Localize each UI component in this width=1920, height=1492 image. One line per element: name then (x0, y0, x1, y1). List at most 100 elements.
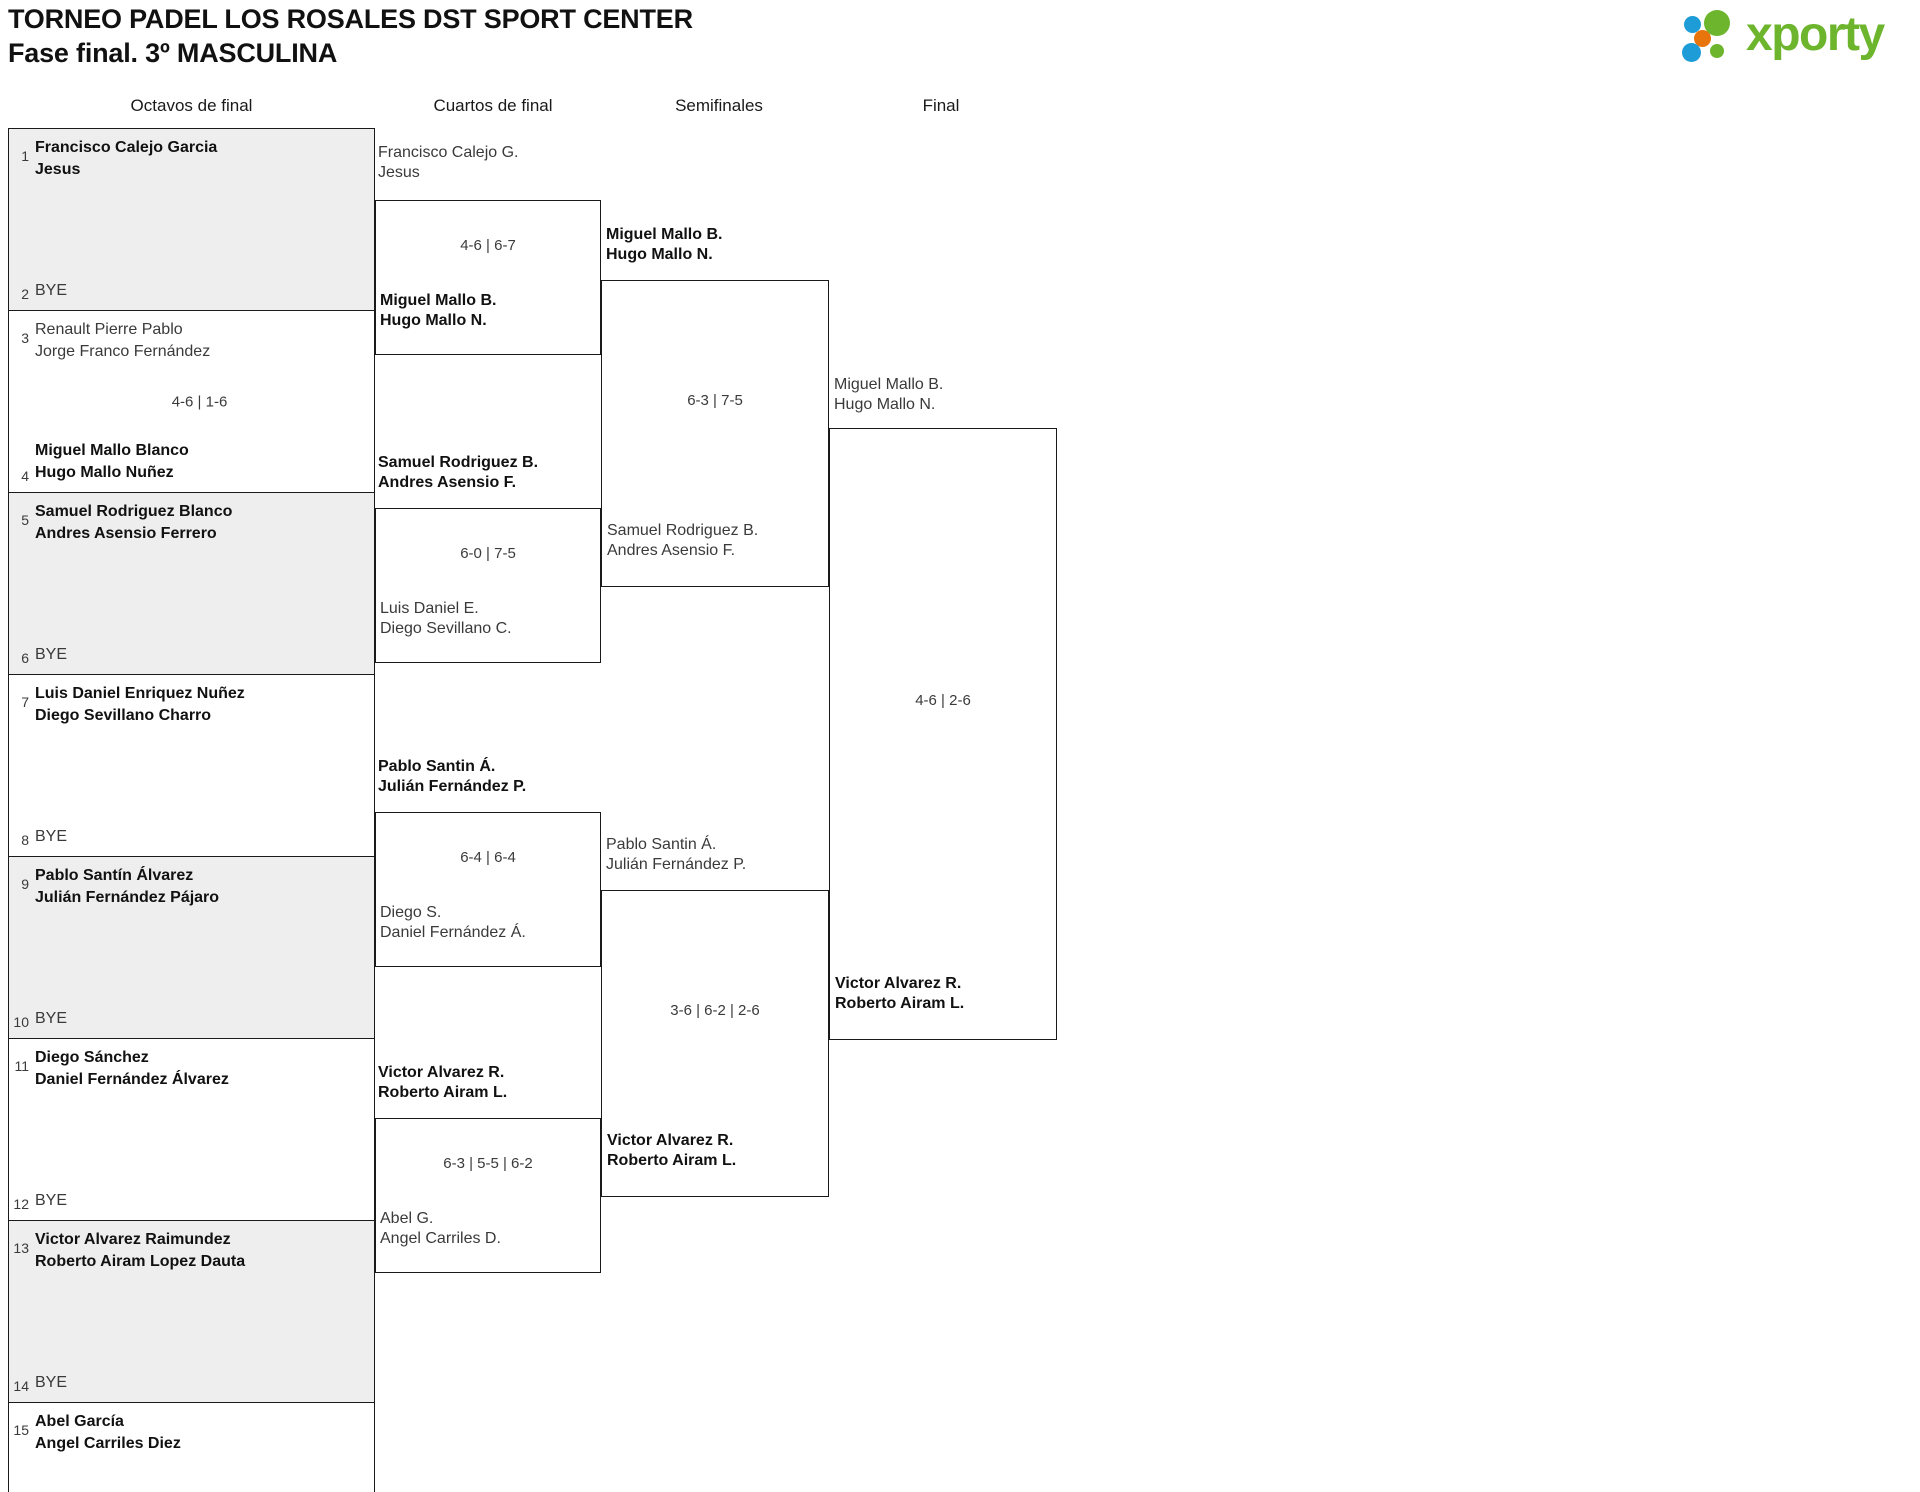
player-line-1: Victor Alvarez Raimundez (35, 1231, 231, 1248)
player-line-1: Samuel Rodriguez B. (607, 522, 759, 539)
round2-match-box[interactable]: 6-4 | 6-4 Diego S. Daniel Fernández Á. (375, 812, 601, 967)
round1-match[interactable]: 7 Luis Daniel Enriquez Nuñez Diego Sevil… (9, 675, 374, 857)
player-names: BYE (35, 644, 67, 666)
round3-player-above[interactable]: Miguel Mallo B. Hugo Mallo N. (606, 225, 722, 265)
round1-slot-top[interactable]: 15 Abel García Angel Carriles Diez (9, 1411, 374, 1455)
player-line-2: Daniel Fernández Á. (380, 924, 526, 941)
player-line-2: Jesus (378, 164, 420, 181)
player-line-1: Francisco Calejo Garcia (35, 139, 218, 156)
player-line-2: Andres Asensio F. (378, 474, 517, 491)
round1-slot-top[interactable]: 1 Francisco Calejo Garcia Jesus (9, 137, 374, 181)
round1-match[interactable]: 11 Diego Sánchez Daniel Fernández Álvare… (9, 1039, 374, 1221)
player-line-1: Pablo Santín Álvarez (35, 867, 194, 884)
round2-player-below[interactable]: Diego S. Daniel Fernández Á. (380, 903, 526, 943)
round2-match-box[interactable]: 4-6 | 6-7 Miguel Mallo B. Hugo Mallo N. (375, 200, 601, 355)
round2-player-above[interactable]: Francisco Calejo G. Jesus (378, 143, 519, 183)
player-names: Abel García Angel Carriles Diez (35, 1411, 181, 1455)
round1-match[interactable]: 3 Renault Pierre Pablo Jorge Franco Fern… (9, 311, 374, 493)
player-line-2: Roberto Airam L. (835, 995, 965, 1012)
player-line-1: Miguel Mallo B. (380, 292, 497, 309)
round1-slot-bottom[interactable]: 4 Miguel Mallo Blanco Hugo Mallo Nuñez (9, 440, 374, 484)
player-line-1: Victor Alvarez R. (378, 1064, 505, 1081)
round2-player-below[interactable]: Luis Daniel E. Diego Sevillano C. (380, 599, 512, 639)
match-score: 4-6 | 2-6 (915, 692, 971, 709)
round4-player-below champion[interactable]: Victor Alvarez R. Roberto Airam L. (835, 974, 964, 1014)
player-line-2: Hugo Mallo N. (380, 312, 487, 329)
round1-slot-top[interactable]: 9 Pablo Santín Álvarez Julián Fernández … (9, 865, 374, 909)
player-line-1: BYE (35, 1374, 68, 1391)
match-score: 6-3 | 7-5 (687, 392, 743, 409)
seed-number: 3 (21, 330, 29, 346)
round1-match[interactable]: 1 Francisco Calejo Garcia Jesus 2 BYE (9, 129, 374, 311)
round2-player-above[interactable]: Victor Alvarez R. Roberto Airam L. (378, 1063, 507, 1103)
player-line-2: Jesus (35, 161, 81, 178)
round2-player-above[interactable]: Pablo Santin Á. Julián Fernández P. (378, 757, 526, 797)
player-line-2: Julián Fernández Pájaro (35, 889, 220, 906)
logo-dots-icon (1682, 10, 1746, 64)
player-names: BYE (35, 1372, 67, 1394)
player-names: Renault Pierre Pablo Jorge Franco Fernán… (35, 319, 210, 363)
round2-match-box[interactable]: 6-0 | 7-5 Luis Daniel E. Diego Sevillano… (375, 508, 601, 663)
player-line-2: Diego Sevillano Charro (35, 707, 212, 724)
player-line-2: Angel Carriles Diez (35, 1435, 181, 1452)
round1-slot-top[interactable]: 7 Luis Daniel Enriquez Nuñez Diego Sevil… (9, 683, 374, 727)
round-header-final: Final (922, 96, 960, 115)
round-header-semifinales: Semifinales (675, 96, 763, 115)
seed-number: 15 (13, 1422, 29, 1438)
player-line-2: Roberto Airam L. (607, 1152, 737, 1169)
player-line-1: Luis Daniel Enriquez Nuñez (35, 685, 245, 702)
round1-slot-bottom[interactable]: 12 BYE (9, 1190, 374, 1212)
player-names: BYE (35, 280, 67, 302)
round3-match-box[interactable]: 6-3 | 7-5 Samuel Rodriguez B. Andres Ase… (601, 280, 829, 587)
round1-match[interactable]: 9 Pablo Santín Álvarez Julián Fernández … (9, 857, 374, 1039)
player-line-2: Diego Sevillano C. (380, 620, 512, 637)
player-line-2: Roberto Airam L. (378, 1084, 508, 1101)
player-names: Victor Alvarez Raimundez Roberto Airam L… (35, 1229, 245, 1273)
player-line-2: Jorge Franco Fernández (35, 343, 211, 360)
player-line-2: Hugo Mallo N. (606, 246, 713, 263)
player-line-1: Miguel Mallo Blanco (35, 442, 189, 459)
round1-slot-top[interactable]: 5 Samuel Rodriguez Blanco Andres Asensio… (9, 501, 374, 545)
round3-match-box[interactable]: 3-6 | 6-2 | 2-6 Victor Alvarez R. Robert… (601, 890, 829, 1197)
round1-slot-bottom[interactable]: 14 BYE (9, 1372, 374, 1394)
player-names: Miguel Mallo Blanco Hugo Mallo Nuñez (35, 440, 189, 484)
player-line-2: Andres Asensio F. (607, 542, 736, 559)
player-names: BYE (35, 1190, 67, 1212)
round1-slot-bottom[interactable]: 2 BYE (9, 280, 374, 302)
player-line-1: BYE (35, 282, 68, 299)
round1-match[interactable]: 5 Samuel Rodriguez Blanco Andres Asensio… (9, 493, 374, 675)
round1-match[interactable]: 15 Abel García Angel Carriles Diez 16 BY… (9, 1403, 374, 1492)
round2-player-below[interactable]: Abel G. Angel Carriles D. (380, 1209, 501, 1249)
round4-match-box[interactable]: 4-6 | 2-6 Victor Alvarez R. Roberto Aira… (829, 428, 1057, 1040)
player-line-1: Renault Pierre Pablo (35, 321, 183, 338)
round2-player-below[interactable]: Miguel Mallo B. Hugo Mallo N. (380, 291, 496, 331)
round2-match-box[interactable]: 6-3 | 5-5 | 6-2 Abel G. Angel Carriles D… (375, 1118, 601, 1273)
player-line-1: Samuel Rodriguez B. (378, 454, 539, 471)
xporty-logo[interactable]: xporty (1682, 6, 1902, 68)
player-line-1: Francisco Calejo G. (378, 144, 519, 161)
round1-slot-bottom[interactable]: 8 BYE (9, 826, 374, 848)
round3-player-below[interactable]: Samuel Rodriguez B. Andres Asensio F. (607, 521, 758, 561)
player-line-1: Pablo Santin Á. (606, 836, 717, 853)
round2-player-above[interactable]: Samuel Rodriguez B. Andres Asensio F. (378, 453, 538, 493)
round1-slot-top[interactable]: 13 Victor Alvarez Raimundez Roberto Aira… (9, 1229, 374, 1273)
round1-slot-top[interactable]: 3 Renault Pierre Pablo Jorge Franco Fern… (9, 319, 374, 363)
round1-match[interactable]: 13 Victor Alvarez Raimundez Roberto Aira… (9, 1221, 374, 1403)
match-score: 4-6 | 1-6 (171, 393, 228, 410)
seed-number: 13 (13, 1240, 29, 1256)
round1-slot-bottom[interactable]: 10 BYE (9, 1008, 374, 1030)
player-line-2: Julián Fernández P. (606, 856, 747, 873)
round1-slot-top[interactable]: 11 Diego Sánchez Daniel Fernández Álvare… (9, 1047, 374, 1091)
player-line-1: Victor Alvarez R. (607, 1132, 734, 1149)
round1-slot-bottom[interactable]: 6 BYE (9, 644, 374, 666)
round3-player-below[interactable]: Victor Alvarez R. Roberto Airam L. (607, 1131, 736, 1171)
player-names: Diego Sánchez Daniel Fernández Álvarez (35, 1047, 229, 1091)
round3-player-above[interactable]: Pablo Santin Á. Julián Fernández P. (606, 835, 746, 875)
seed-number: 12 (13, 1196, 29, 1212)
page-title: TORNEO PADEL LOS ROSALES DST SPORT CENTE… (8, 2, 693, 70)
player-names: Francisco Calejo Garcia Jesus (35, 137, 217, 181)
player-names: Luis Daniel Enriquez Nuñez Diego Sevilla… (35, 683, 245, 727)
round4-player-above[interactable]: Miguel Mallo B. Hugo Mallo N. (834, 375, 943, 415)
player-line-2: Angel Carriles D. (380, 1230, 501, 1247)
